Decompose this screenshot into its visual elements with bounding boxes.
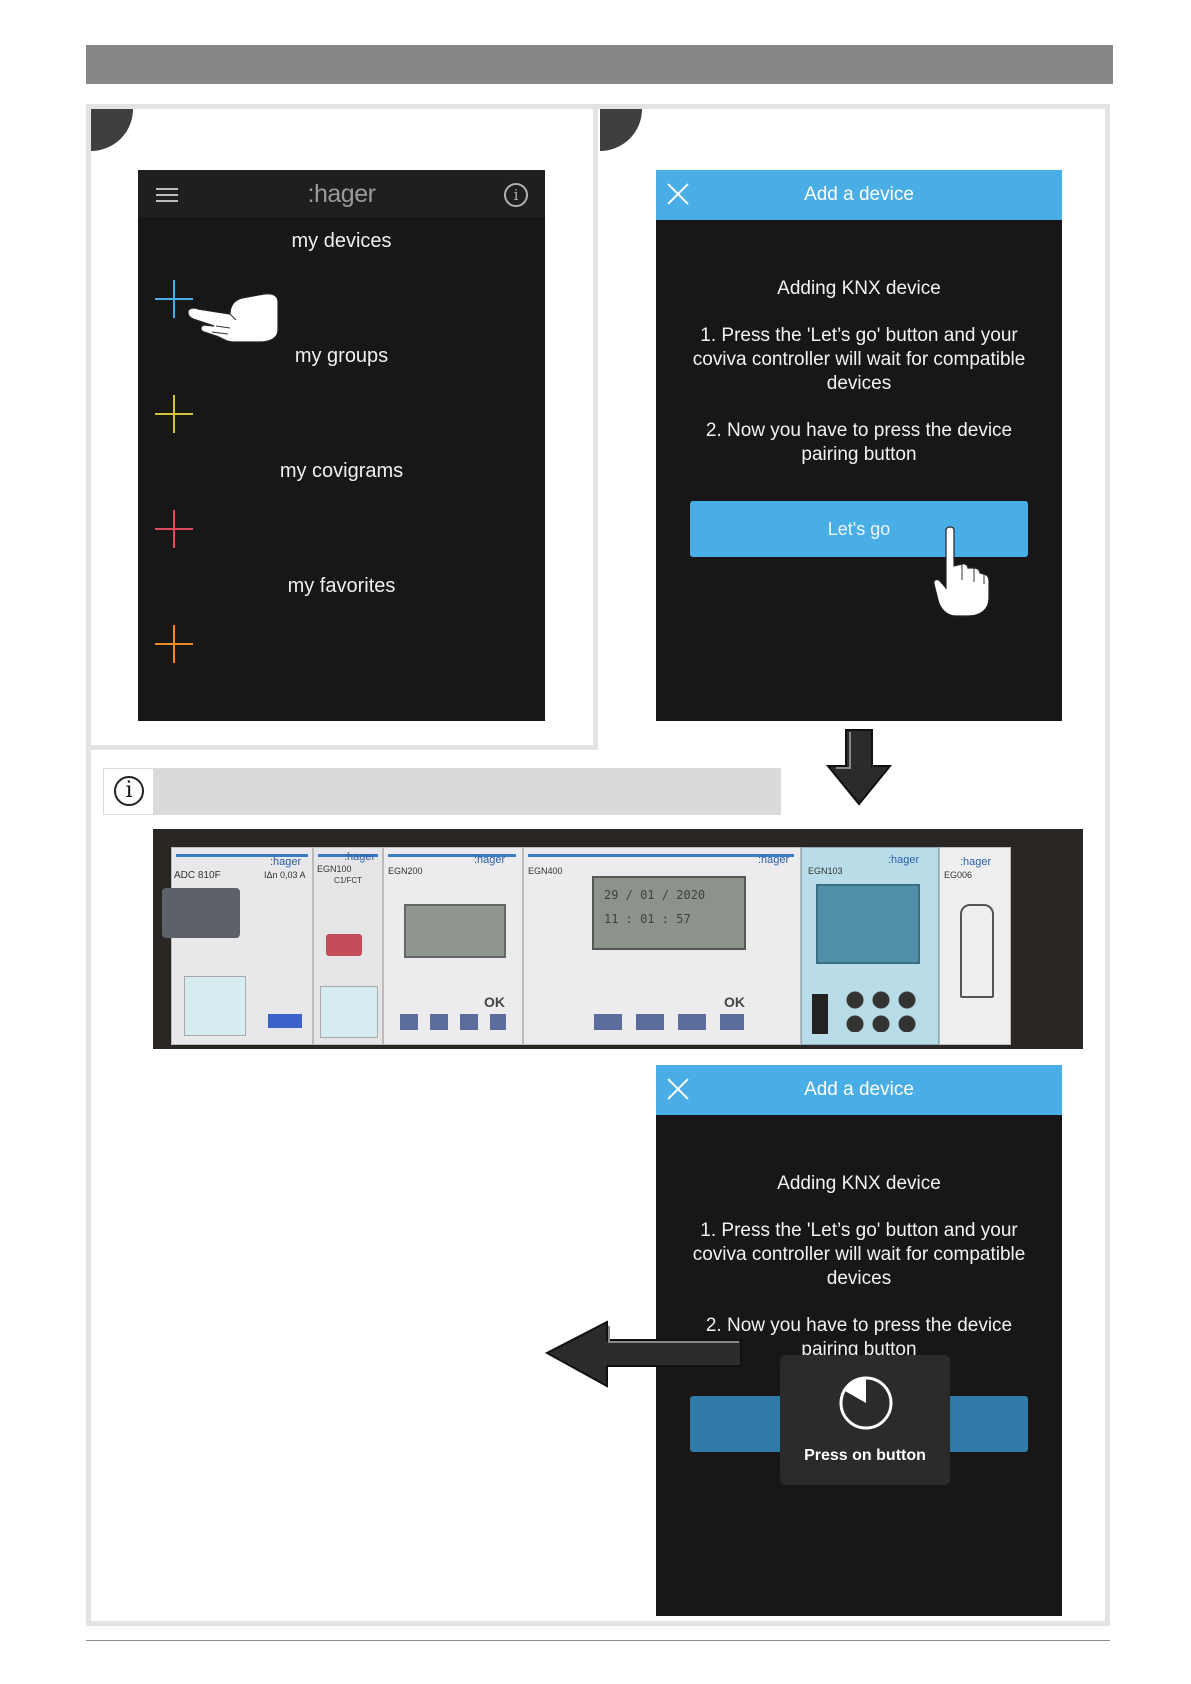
module-brand: :hager bbox=[758, 854, 790, 866]
instruction-step-2: 2. Now you have to press the device pair… bbox=[705, 1315, 1013, 1359]
module-brand: :hager bbox=[270, 856, 302, 868]
waiting-dialog-text: Press on button bbox=[804, 1447, 926, 1464]
section-title-groups: my groups bbox=[294, 345, 389, 367]
section-title-devices: my devices bbox=[291, 230, 392, 252]
info-note-bar bbox=[103, 768, 781, 815]
arrow-left-icon bbox=[545, 1320, 742, 1388]
dialog-heading: Adding KNX device bbox=[777, 278, 941, 299]
page-header-bar bbox=[86, 45, 1113, 84]
content-frame bbox=[86, 104, 1110, 1626]
menu-icon[interactable] bbox=[156, 188, 178, 202]
device-module: :hager EGN103 bbox=[801, 847, 939, 1045]
dialog-title: Add a device bbox=[804, 1079, 914, 1100]
add-favorite-plus-icon[interactable] bbox=[155, 625, 193, 663]
module-ok-label: OK bbox=[724, 994, 745, 1010]
module-model: EGN103 bbox=[808, 866, 843, 876]
device-module: :hager EG006 bbox=[939, 847, 1011, 1045]
info-note-icon-box: i bbox=[103, 768, 154, 815]
dialog-header: Add a device bbox=[656, 1065, 1062, 1115]
info-icon: i bbox=[114, 776, 144, 806]
device-module: :hager EGN200 OK bbox=[383, 847, 523, 1045]
section-title-favorites: my favorites bbox=[287, 575, 396, 597]
module-sub: IΔn 0,03 A bbox=[264, 870, 306, 880]
module-sub: C1/FCT bbox=[334, 876, 362, 885]
instruction-step-2: 2. Now you have to press the device pair… bbox=[705, 420, 1013, 465]
module-ok-label: OK bbox=[484, 994, 505, 1010]
waiting-dialog: Press on button bbox=[780, 1355, 950, 1485]
lets-go-button[interactable]: Let's go bbox=[690, 501, 1028, 557]
app-header: :hager i bbox=[138, 170, 545, 217]
module-display: 29 / 01 / 2020 11 : 01 : 57 bbox=[592, 876, 746, 950]
tapping-hand-icon bbox=[933, 526, 990, 617]
phone-screen-main: :hager i my devices my groups my covigra… bbox=[138, 170, 545, 721]
dialog-heading: Adding KNX device bbox=[777, 1173, 941, 1194]
module-model: EGN400 bbox=[528, 866, 563, 876]
add-covigram-plus-icon[interactable] bbox=[155, 510, 193, 548]
pointing-hand-icon bbox=[187, 293, 279, 343]
arrow-down-icon bbox=[826, 729, 892, 806]
module-model: ADC 810F bbox=[174, 870, 221, 881]
module-brand: :hager bbox=[960, 856, 992, 868]
module-brand: :hager bbox=[474, 854, 506, 866]
step-frame-left bbox=[86, 104, 598, 750]
module-brand: :hager bbox=[888, 854, 920, 866]
section-title-covigrams: my covigrams bbox=[279, 460, 404, 482]
add-group-plus-icon[interactable] bbox=[155, 395, 193, 433]
timer-icon bbox=[839, 1376, 893, 1430]
add-device-plus-icon[interactable] bbox=[155, 280, 193, 318]
instruction-step-1: 1. Press the 'Let’s go' button and your … bbox=[692, 1220, 1026, 1289]
module-model: EGN100 bbox=[317, 864, 352, 874]
module-brand: :hager bbox=[344, 851, 376, 863]
module-model: EGN200 bbox=[388, 866, 423, 876]
device-module: :hager EGN100 C1/FCT bbox=[313, 847, 383, 1045]
instruction-step-1: 1. Press the 'Let’s go' button and your … bbox=[692, 325, 1026, 394]
footer-rule bbox=[86, 1640, 1110, 1641]
info-icon[interactable]: i bbox=[504, 183, 528, 207]
dialog-title: Add a device bbox=[804, 184, 914, 205]
module-model: EG006 bbox=[944, 870, 973, 880]
device-photo: :hager ADC 810F IΔn 0,03 A :hager EGN100… bbox=[153, 829, 1083, 1049]
phone-screen-add-device: Add a device Adding KNX device 1. Press … bbox=[656, 170, 1062, 721]
device-module: :hager ADC 810F IΔn 0,03 A bbox=[162, 847, 313, 1045]
hager-logo: :hager bbox=[307, 180, 376, 208]
dialog-header: Add a device bbox=[656, 170, 1062, 220]
device-module: :hager EGN400 29 / 01 / 2020 11 : 01 : 5… bbox=[523, 847, 801, 1045]
